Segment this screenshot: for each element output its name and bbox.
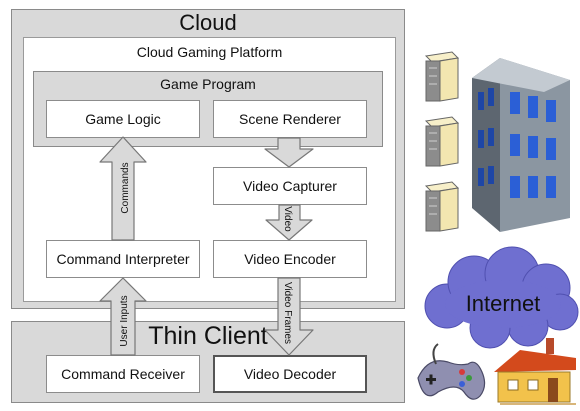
user-inputs-label: User Inputs xyxy=(119,295,130,346)
video-arrow xyxy=(265,204,313,241)
gamepad-icon xyxy=(417,343,486,400)
commands-label: Commands xyxy=(120,162,131,213)
video-label: Video xyxy=(282,206,293,232)
video-encoder-box: Video Encoder xyxy=(213,240,367,278)
office-building-icon xyxy=(472,58,570,232)
cloud-gaming-platform-title: Cloud Gaming Platform xyxy=(136,44,283,60)
command-interpreter-box: Command Interpreter xyxy=(46,240,200,278)
user-inputs-arrow xyxy=(99,277,147,356)
command-receiver-box: Command Receiver xyxy=(46,355,200,393)
video-frames-label: Video Frames xyxy=(282,282,293,344)
server-icon xyxy=(424,181,460,232)
video-decoder-box: Video Decoder xyxy=(213,355,367,393)
game-program-title: Game Program xyxy=(160,76,256,92)
cloud-title: Cloud xyxy=(179,10,237,35)
renderer-to-capturer-arrow xyxy=(264,137,314,168)
thin-client-title: Thin Client xyxy=(148,322,268,350)
video-frames-arrow xyxy=(264,277,314,356)
server-icon xyxy=(424,116,460,167)
commands-arrow xyxy=(99,136,147,241)
server-icon xyxy=(424,51,460,102)
video-capturer-box: Video Capturer xyxy=(213,167,367,205)
internet-cloud-icon xyxy=(424,246,579,349)
house-icon xyxy=(494,338,576,405)
internet-label: Internet xyxy=(466,291,541,316)
